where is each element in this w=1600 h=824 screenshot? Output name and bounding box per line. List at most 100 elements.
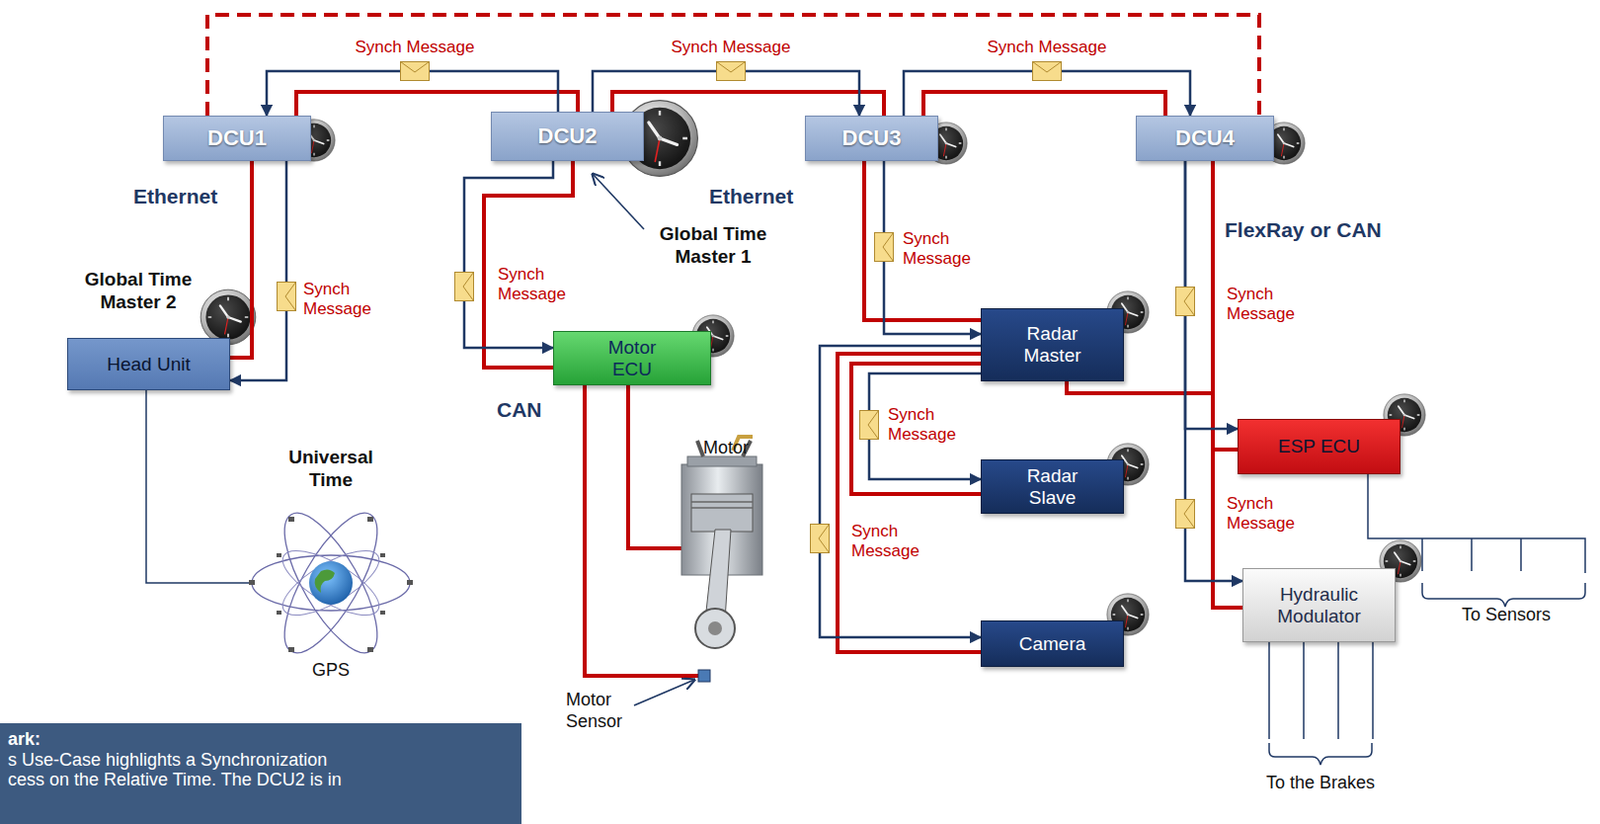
- bus-line: [837, 353, 981, 652]
- bus-line: [612, 91, 884, 116]
- ecu-box: ESP ECU: [1237, 418, 1401, 475]
- message-envelope: [1033, 62, 1062, 81]
- sensor-box: Radar Slave: [980, 459, 1124, 514]
- gps-satellites: [267, 500, 395, 666]
- head-unit-box: Head Unit: [67, 337, 231, 391]
- message-envelope: [1176, 499, 1196, 529]
- actuator-box: Hydraulic Modulator: [1242, 567, 1396, 642]
- gps-satellites: [367, 646, 374, 652]
- brake-wires: [1269, 641, 1373, 739]
- motor-illustration: [698, 669, 711, 682]
- clock-icon: [200, 289, 256, 345]
- gps-satellites: [267, 500, 395, 666]
- message-envelope: [717, 62, 746, 81]
- gps-satellites: [367, 516, 374, 522]
- bus-line: [851, 363, 981, 494]
- message-label: Synch Message: [1224, 284, 1297, 323]
- bus-line: [230, 160, 252, 358]
- part-name: Motor: [703, 437, 749, 460]
- message-envelope: [860, 410, 880, 440]
- bus-line: [864, 160, 981, 320]
- node-title: DCU2: [538, 123, 598, 149]
- brake-wires: [1269, 742, 1372, 765]
- message-label: Synch Message: [495, 264, 568, 304]
- sync-arrow: [230, 160, 287, 381]
- bus-name: CAN: [496, 397, 543, 422]
- message-envelope: [875, 233, 894, 262]
- node-title: ESP ECU: [1278, 435, 1360, 458]
- message-label: Synch Message: [353, 37, 478, 58]
- node-title: DCU1: [207, 125, 267, 151]
- bus-name: Ethernet: [133, 183, 218, 209]
- note-label: To Sensors: [1461, 604, 1551, 627]
- sensor-box: Radar Master: [980, 308, 1124, 382]
- gps-satellites: [288, 646, 295, 652]
- sensor-wires: [1367, 474, 1586, 573]
- message-label: Synch Message: [985, 37, 1110, 58]
- motor-illustration: [687, 456, 757, 467]
- message-envelope: [1176, 287, 1196, 317]
- master-label: Global Time Master 2: [79, 268, 198, 315]
- node-title: Radar Master: [1023, 322, 1081, 367]
- brake-wires: [1269, 641, 1373, 765]
- part-name: GPS: [312, 659, 350, 682]
- node-title: Camera: [1019, 633, 1087, 655]
- gps-satellites: [248, 500, 413, 666]
- motor-illustration: [708, 621, 722, 636]
- node-title: Radar Slave: [1027, 465, 1079, 509]
- gps-satellites: [248, 579, 255, 585]
- sync-arrow: [869, 373, 981, 480]
- bus-line: [207, 14, 1260, 116]
- message-envelope: [277, 62, 1196, 554]
- motor-illustration: [705, 529, 731, 621]
- sync-arrow: [464, 160, 554, 348]
- ecu-box: Motor ECU: [553, 330, 712, 386]
- message-envelope: [277, 282, 297, 312]
- bus-line: [923, 91, 1166, 116]
- clock-icon: [200, 100, 1426, 637]
- gps-satellites: [380, 610, 386, 615]
- note-label: To the Brakes: [1266, 772, 1375, 795]
- sensor-wires: [1367, 474, 1586, 607]
- message-envelope: [455, 272, 475, 302]
- gps-satellites: [309, 560, 353, 605]
- message-label: Synch Message: [849, 521, 922, 560]
- leader-line: [634, 679, 695, 706]
- sensor-box: Camera: [980, 620, 1124, 667]
- sync-arrow: [819, 345, 981, 638]
- sensor-wires: [1422, 582, 1586, 607]
- master-label: Global Time Master 1: [651, 223, 776, 269]
- motor-illustration: [681, 436, 763, 682]
- motor-wire: [628, 385, 682, 549]
- message-label: Synch Message: [900, 229, 973, 268]
- message-label: Synch Message: [301, 279, 374, 319]
- message-envelope: [810, 524, 830, 554]
- message-label: Synch Message: [1224, 493, 1297, 533]
- gps-satellites: [273, 538, 388, 628]
- gps-satellites: [288, 516, 295, 522]
- gps-satellites: [273, 538, 388, 628]
- motor-illustration: [691, 493, 753, 532]
- controller-box: DCU1: [162, 115, 312, 161]
- part-name: Motor Sensor: [565, 689, 623, 732]
- node-title: Motor ECU: [608, 336, 657, 381]
- gps-satellites: [276, 610, 282, 615]
- gps-satellites: [380, 553, 386, 558]
- controller-box: DCU2: [490, 111, 644, 161]
- message-label: Synch Message: [885, 404, 959, 444]
- motor-illustration: [695, 608, 735, 648]
- gps-satellites: [406, 579, 413, 585]
- node-title: Hydraulic Modulator: [1277, 583, 1360, 628]
- gps-satellites: [276, 553, 282, 558]
- controller-box: DCU4: [1135, 115, 1275, 161]
- gps-satellites: [251, 555, 410, 611]
- gps-satellites: [248, 516, 413, 652]
- leader-line: [592, 173, 644, 230]
- node-title: DCU3: [842, 125, 902, 151]
- bus-name: Ethernet: [709, 183, 794, 209]
- remark-box: ark:s Use-Case highlights a Synchronizat…: [0, 722, 522, 824]
- sync-arrow: [883, 160, 981, 334]
- node-title: DCU4: [1175, 125, 1235, 151]
- controller-box: DCU3: [804, 115, 939, 161]
- node-title: ark:: [7, 728, 41, 750]
